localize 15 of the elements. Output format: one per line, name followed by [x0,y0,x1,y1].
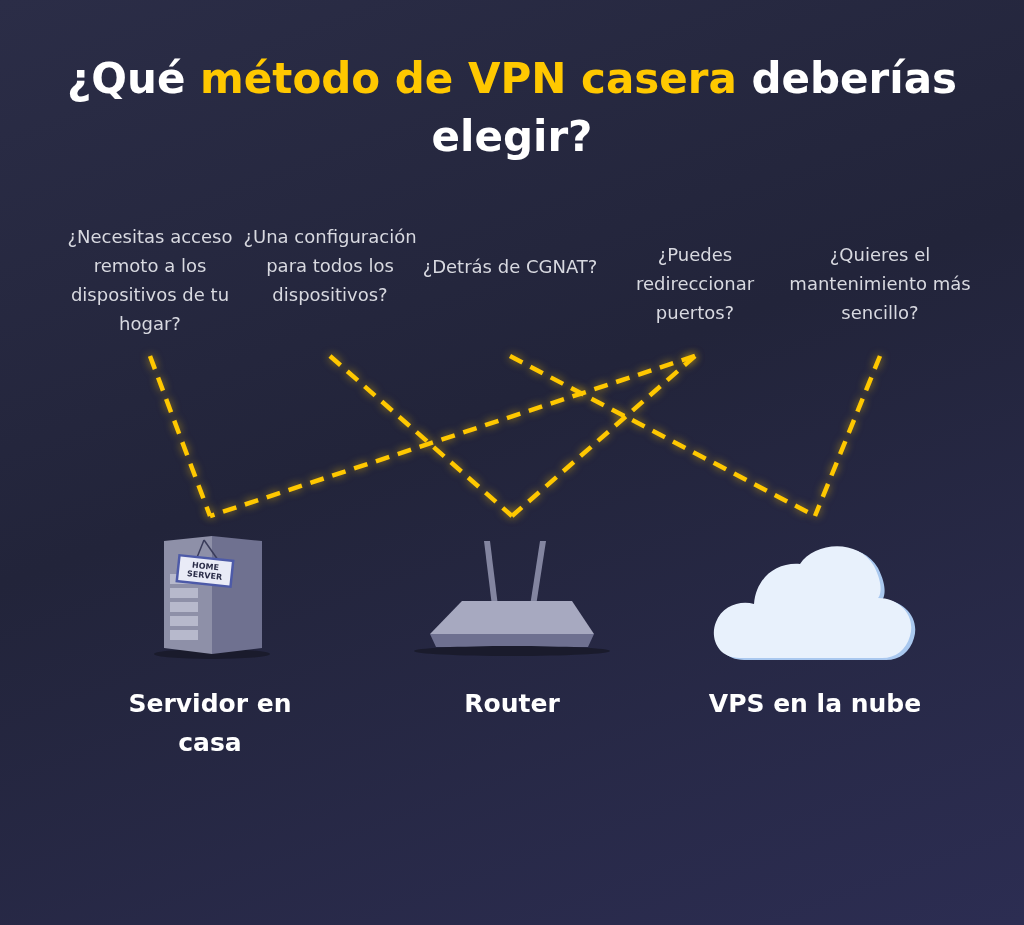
dashed-connector [147,355,213,517]
dashed-connector [209,353,696,519]
option-label: Router [463,688,561,720]
dashed-connector [510,354,697,518]
question-text: ¿Una configuración para todos los dispositivos? [242,225,418,307]
title: ¿Qué método de VPN casera deberías elegir? [66,53,958,163]
dashed-connector [812,355,883,517]
option-label: Servidor en casa [127,688,293,759]
question-text: ¿Puedes redireccionar puertos? [634,243,756,325]
question-text: ¿Detrás de CGNAT? [422,255,598,279]
option-label: VPS en la nube [707,688,923,720]
question-text: ¿Necesitas acceso remoto a los dispositivos de tu hogar? [66,225,234,336]
question-text: ¿Quieres el mantenimiento más sencillo? [788,243,972,325]
dashed-connector [328,354,514,518]
sign-text: HOME SERVER [185,559,224,583]
